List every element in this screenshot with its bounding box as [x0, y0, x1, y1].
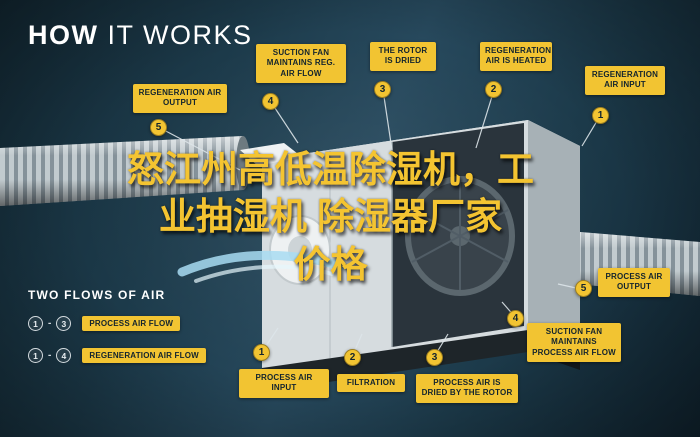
left-duct	[0, 136, 250, 206]
badge-process-air-output: 5	[575, 280, 592, 297]
legend-row-process-air-flow: 1 - 3 PROCESS AIR FLOW	[28, 316, 181, 331]
legend-circle-to: 4	[56, 348, 72, 363]
callout-filtration: FILTRATION	[337, 374, 405, 393]
callout-regeneration-air-output: REGENERATION AIR OUTPUT	[133, 84, 227, 113]
badge-regeneration-air-is-heated: 2	[485, 81, 502, 98]
ahu-unit	[240, 120, 580, 392]
badge-regeneration-air-input: 1	[592, 107, 609, 124]
airflow-swoosh	[177, 250, 347, 283]
legend-separator: -	[48, 318, 52, 329]
callout-suction-fan-reg-air-flow: SUCTION FAN MAINTAINS REG. AIR FLOW	[256, 44, 346, 84]
callout-process-air-input: PROCESS AIR INPUT	[239, 369, 329, 398]
legend-heading: TWO FLOWS OF AIR	[28, 288, 166, 302]
callout-process-air-output: PROCESS AIR OUTPUT	[598, 268, 670, 297]
badge-suction-fan-maintains-process-air-flow: 4	[507, 310, 524, 327]
callout-suction-fan-maintains-process-air-flow: SUCTION FAN MAINTAINS PROCESS AIR FLOW	[527, 323, 621, 363]
legend-circle-from: 1	[28, 316, 43, 331]
page-title-bold: HOW	[28, 20, 99, 50]
callout-regeneration-air-input: REGENERATION AIR INPUT	[585, 66, 665, 95]
legend-row-regeneration-air-flow: 1 - 4 REGENERATION AIR FLOW	[28, 348, 206, 363]
page-title-light: IT WORKS	[107, 20, 253, 50]
badge-process-air-input: 1	[253, 344, 270, 361]
badge-suction-fan-reg-air-flow: 4	[262, 93, 279, 110]
badge-filtration: 2	[344, 349, 361, 366]
badge-process-air-is-dried-by-the-rotor: 3	[426, 349, 443, 366]
callout-process-air-is-dried-by-the-rotor: PROCESS AIR IS DRIED BY THE ROTOR	[416, 374, 518, 403]
badge-regeneration-air-output: 5	[150, 119, 167, 136]
legend-circle-from: 1	[28, 348, 43, 363]
legend-separator: -	[48, 350, 52, 361]
legend-label-process-air-flow: PROCESS AIR FLOW	[82, 316, 181, 331]
callout-the-rotor-is-dried: THE ROTOR IS DRIED	[370, 42, 436, 71]
legend-circle-to: 3	[56, 316, 72, 331]
callout-regeneration-air-is-heated: REGENERATION AIR IS HEATED	[480, 42, 552, 71]
legend-label-regeneration-air-flow: REGENERATION AIR FLOW	[82, 348, 206, 363]
badge-the-rotor-is-dried: 3	[374, 81, 391, 98]
page-title: HOW IT WORKS	[28, 20, 253, 51]
